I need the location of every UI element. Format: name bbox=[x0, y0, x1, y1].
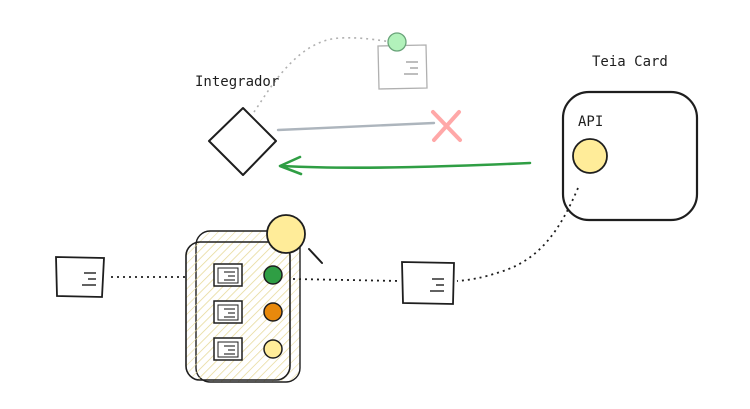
integrator-diamond-icon bbox=[208, 107, 277, 176]
document-ok-dot bbox=[387, 32, 407, 52]
status-dot-new bbox=[263, 339, 283, 359]
outbound-document bbox=[401, 261, 455, 305]
queue-item bbox=[213, 263, 283, 287]
rejected-link bbox=[276, 121, 436, 132]
api-port bbox=[572, 138, 608, 174]
document-icon bbox=[213, 337, 243, 361]
document-icon bbox=[213, 263, 243, 287]
document-icon bbox=[213, 300, 243, 324]
status-dot-ok bbox=[263, 265, 283, 285]
accepted-arrowhead bbox=[278, 155, 303, 176]
magnifier-icon bbox=[266, 214, 323, 264]
document-queue bbox=[185, 230, 301, 383]
integrador-label: Integrador bbox=[195, 74, 279, 90]
rejected-document bbox=[377, 32, 428, 90]
source-document bbox=[55, 256, 105, 298]
api-label: API bbox=[578, 114, 603, 130]
x-mark-icon bbox=[431, 110, 462, 142]
teia-card-box bbox=[561, 90, 699, 222]
connector-api-doc bbox=[456, 187, 579, 282]
accepted-arrow bbox=[280, 161, 532, 169]
connector-queue-doc bbox=[292, 278, 401, 282]
status-dot-pending bbox=[263, 302, 283, 322]
queue-item bbox=[213, 337, 283, 361]
queue-item bbox=[213, 300, 283, 324]
teia-card-label: Teia Card bbox=[592, 54, 668, 70]
